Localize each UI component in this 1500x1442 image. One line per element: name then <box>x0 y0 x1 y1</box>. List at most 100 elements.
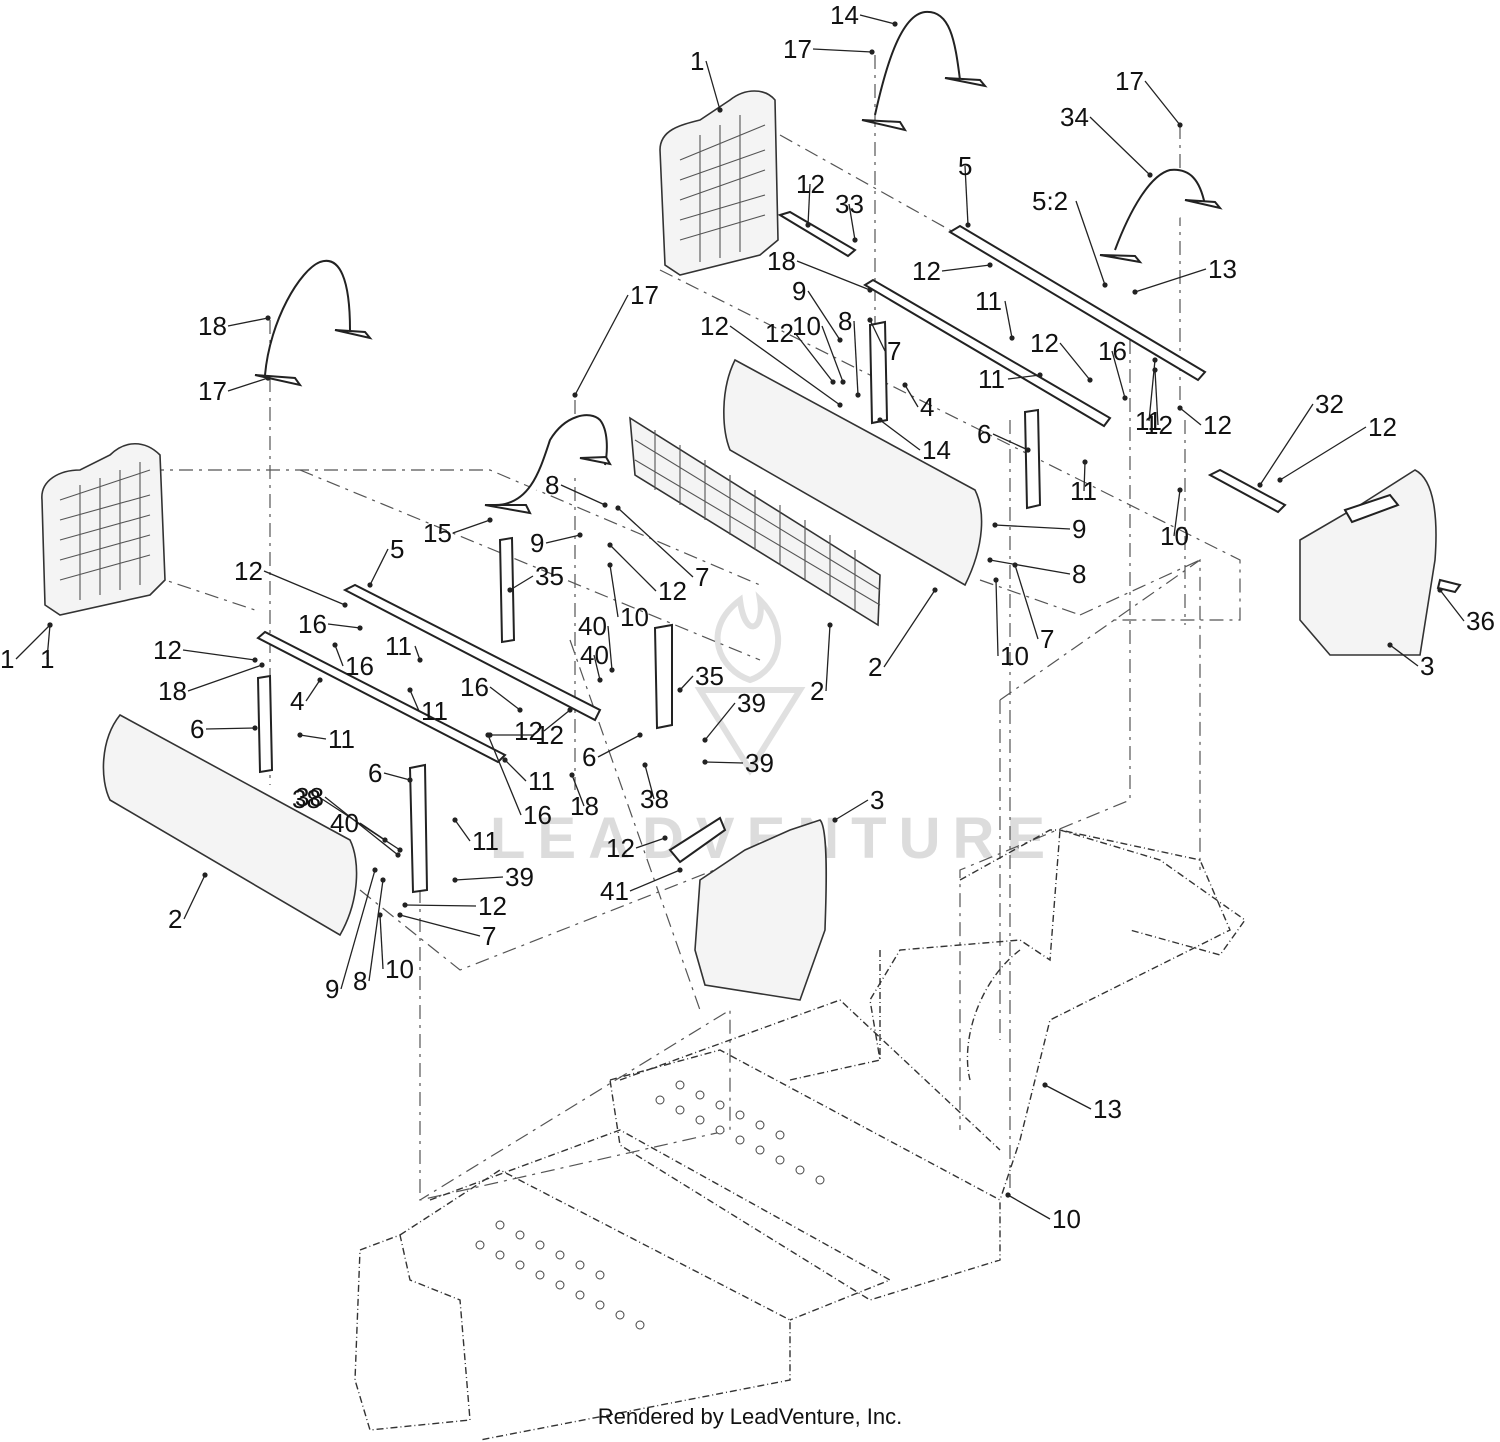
callout-39: 39 <box>702 688 766 743</box>
callout-number: 35 <box>695 661 724 691</box>
callout-number: 2 <box>810 676 824 706</box>
callout-leader-line <box>324 796 399 856</box>
callout-number: 34 <box>1060 102 1089 132</box>
callout-16: 16 <box>332 642 374 681</box>
callout-leader-dot <box>892 21 898 27</box>
callout-leader-line <box>1059 342 1091 381</box>
left-seat-plate[interactable] <box>256 536 673 894</box>
callout-leader-line <box>941 264 991 272</box>
callout-leader-dot <box>1025 447 1031 453</box>
callout-leader-line <box>729 325 841 406</box>
callout-leader-dot <box>380 877 386 883</box>
callout-12: 12 <box>1144 367 1173 440</box>
callout-number: 12 <box>1203 410 1232 440</box>
callout-leader-dot <box>407 777 413 783</box>
callout-9: 9 <box>792 276 843 343</box>
callout-18: 18 <box>569 772 599 821</box>
callout-number: 39 <box>745 748 774 778</box>
callout-leader-line <box>263 570 346 606</box>
callout-16: 16 <box>298 609 363 639</box>
callout-number: 12 <box>658 576 687 606</box>
callout-number: 12 <box>606 833 635 863</box>
callout-leader-dot <box>47 622 53 628</box>
callout-leader-line <box>1007 1194 1051 1220</box>
right-seat-cushion[interactable] <box>723 358 983 587</box>
callout-leader-line <box>794 332 834 383</box>
callout-leader-dot <box>265 375 271 381</box>
callout-leader-line <box>629 869 681 892</box>
callout-leader-line <box>992 433 1029 451</box>
callout-leader-line <box>489 686 521 711</box>
callout-leader-line <box>182 649 256 661</box>
callout-leader-dot <box>259 662 265 668</box>
callout-leader-line <box>1439 589 1465 622</box>
callout-leader-line <box>609 564 619 618</box>
callout-leader-dot <box>1122 395 1128 401</box>
left-seat-cushion[interactable] <box>102 713 358 937</box>
callout-33: 33 <box>835 189 864 243</box>
center-grid-divider[interactable] <box>629 416 881 627</box>
callout-41: 41 <box>600 867 683 906</box>
callout-leader-line <box>327 623 361 629</box>
callout-12: 12 <box>1177 405 1232 440</box>
callout-leader-line <box>571 774 585 807</box>
callout-number: 8 <box>353 966 367 996</box>
callout-2: 2 <box>810 622 833 706</box>
callout-35: 35 <box>507 561 564 593</box>
callout-number: 40 <box>578 611 607 641</box>
callout-2: 2 <box>168 872 208 934</box>
left-grab-handle[interactable] <box>254 259 373 387</box>
callout-leader-dot <box>1102 282 1108 288</box>
callout-number: 17 <box>1115 66 1144 96</box>
callout-leader-line <box>379 914 384 970</box>
callout-leader-line <box>1007 374 1041 380</box>
center-grab-handle[interactable] <box>484 414 612 515</box>
callout-number: 38 <box>640 784 669 814</box>
callout-leader-dot <box>1082 459 1088 465</box>
callout-leader-line <box>807 183 811 226</box>
center-side-panel[interactable] <box>668 816 828 1001</box>
callout-leader-line <box>879 419 921 451</box>
callout-number: 38 <box>292 784 321 814</box>
callout-leader-dot <box>1087 377 1093 383</box>
callout-leader-line <box>369 548 389 586</box>
callout-leader-dot <box>869 49 875 55</box>
left-mount-rail[interactable] <box>256 583 602 764</box>
callout-number: 38 <box>295 782 324 812</box>
callout-number: 18 <box>158 676 187 706</box>
callout-leader-line <box>543 709 571 732</box>
callout-number: 11 <box>385 631 412 661</box>
callout-7: 7 <box>397 912 496 951</box>
callout-number: 12 <box>478 891 507 921</box>
callout-leader-dot <box>837 337 843 343</box>
callout-12: 12 <box>487 720 564 750</box>
callout-9: 9 <box>325 867 378 1004</box>
callout-leader-dot <box>1257 482 1263 488</box>
callout-13: 13 <box>1042 1082 1122 1124</box>
callout-18: 18 <box>198 311 271 341</box>
callout-leader-dot <box>372 867 378 873</box>
callout-number: 16 <box>298 609 327 639</box>
right-grab-handle-rear[interactable] <box>1099 168 1223 264</box>
callout-number: 6 <box>368 758 382 788</box>
callout-40: 40 <box>330 808 388 843</box>
callout-number: 8 <box>838 306 852 336</box>
callout-leader-dot <box>452 877 458 883</box>
callout-leader-line <box>187 664 263 692</box>
callout-leader-dot <box>1042 1082 1048 1088</box>
callout-leader-dot <box>1177 487 1183 493</box>
right-seat-back-frame[interactable] <box>659 90 779 276</box>
right-seat-plates[interactable] <box>868 320 1042 510</box>
callout-12: 12 <box>1277 412 1397 483</box>
callout-17: 17 <box>1115 66 1183 128</box>
callout-leader-dot <box>1037 372 1043 378</box>
right-grab-handle-top[interactable] <box>861 10 988 132</box>
callout-leader-dot <box>1012 562 1018 568</box>
callout-leader-line <box>383 772 411 781</box>
callout-10: 10 <box>1160 487 1189 551</box>
callout-6: 6 <box>368 758 413 788</box>
right-side-panel[interactable] <box>1299 469 1462 656</box>
callout-leader-dot <box>1009 335 1015 341</box>
right-mount-rails[interactable] <box>777 210 1287 514</box>
left-seat-back-frame[interactable] <box>41 442 166 616</box>
